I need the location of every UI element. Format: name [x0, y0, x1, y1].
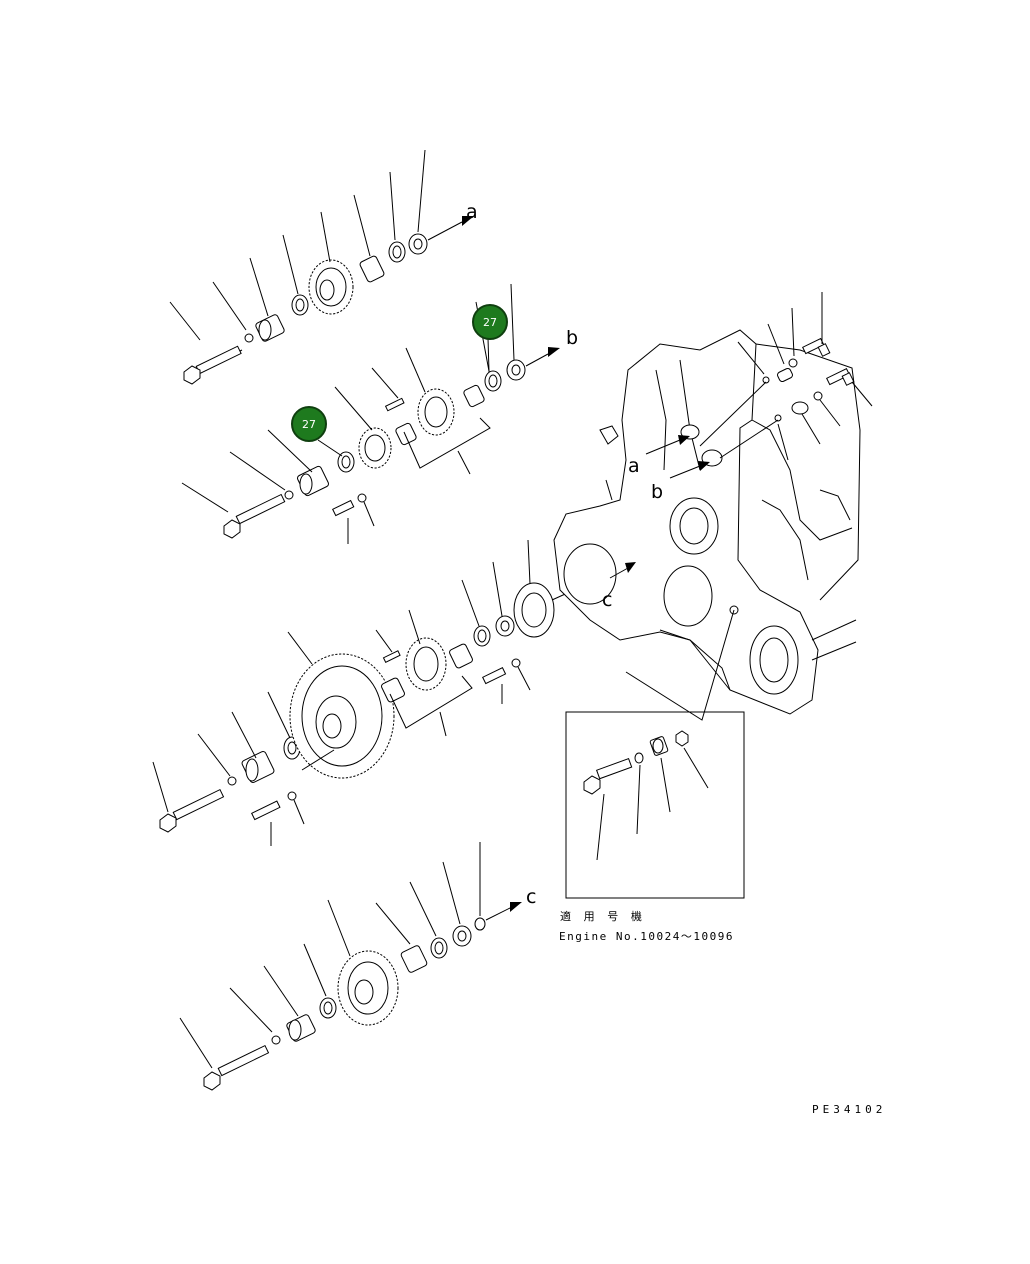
part-callout-27-upper[interactable]: 27 — [472, 304, 508, 340]
ref-label-a-housing: a — [628, 455, 640, 477]
ref-label-c-housing: c — [602, 589, 613, 611]
callout-leaders — [317, 337, 490, 457]
drawing-code: PE34102 — [812, 1103, 887, 1116]
gear-assembly-3 — [152, 539, 637, 846]
gear-assembly-4 — [179, 842, 522, 1091]
ref-label-c-bottom: c — [526, 886, 537, 908]
inset-box — [565, 609, 745, 899]
gear-assembly-2 — [181, 283, 560, 544]
gear-housing — [553, 292, 873, 715]
engine-number-range: Engine No.10024〜10096 — [559, 930, 734, 943]
ref-label-a-top: a — [466, 201, 478, 223]
applicable-serial-label: 適 用 号 機 — [560, 910, 645, 923]
ref-label-b-housing: b — [651, 481, 664, 503]
gear-assembly-1 — [169, 149, 474, 385]
ref-label-b-top: b — [566, 327, 579, 349]
part-callout-27-lower[interactable]: 27 — [291, 406, 327, 442]
